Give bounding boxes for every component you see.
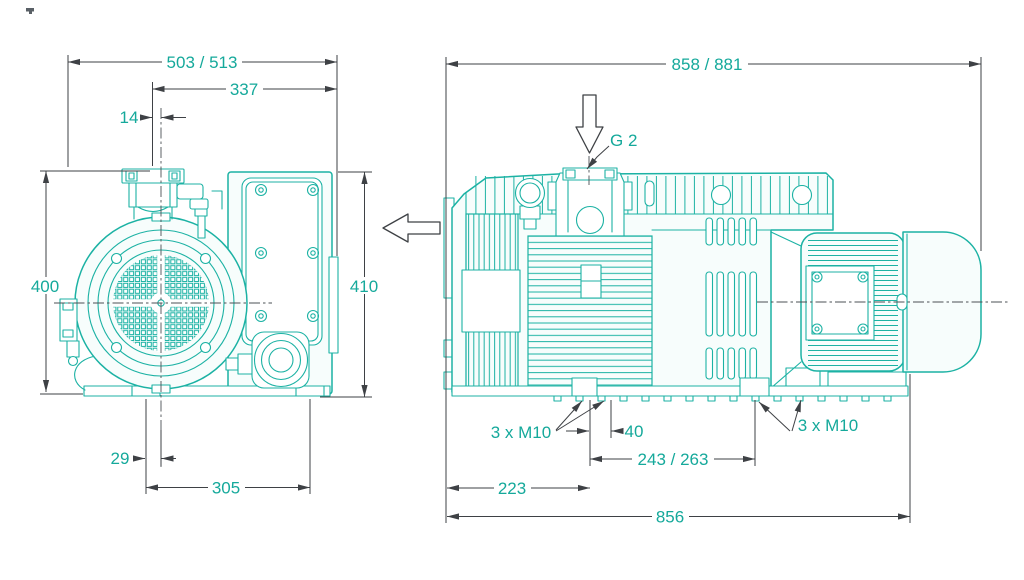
- cooling-fins-left: [461, 213, 521, 393]
- mounting-left-label: 3 x M10: [491, 423, 551, 442]
- lifting-hole: [710, 184, 732, 206]
- inlet-port-housing: [547, 167, 633, 237]
- oil-sight-glass: [514, 177, 546, 230]
- dim-upper-width: 337: [152, 80, 337, 99]
- mounting-block-left: [571, 377, 598, 397]
- dim-label-foot-offset: 29: [111, 449, 130, 468]
- dim-label-mid-spacing: 243 / 263: [638, 450, 709, 469]
- terminal-box: [805, 265, 875, 341]
- base-tabs: [553, 395, 892, 402]
- dim-overall-width: 503 / 513: [68, 53, 337, 72]
- motor-adapter: [770, 231, 802, 389]
- inlet-bore: [575, 205, 605, 235]
- front-view: [54, 108, 339, 467]
- dim-mid-spacing: 243 / 263: [590, 450, 755, 469]
- dim-label-inlet-offset: 14: [120, 108, 139, 127]
- dim-label-left-spacing: 223: [498, 479, 526, 498]
- dim-height-left: 400: [27, 171, 64, 392]
- dim-left-spacing: 223: [447, 479, 590, 498]
- page-mark: [26, 8, 34, 14]
- front-base: [83, 385, 331, 397]
- dim-base-length: 856: [447, 508, 910, 527]
- dim-inlet-offset: 14: [120, 108, 186, 128]
- housing-contour: [74, 355, 97, 391]
- inlet-elbow: [176, 183, 223, 239]
- dim-foot-spacing: 305: [146, 479, 310, 498]
- lifting-hole: [791, 184, 813, 206]
- dim-label-height-left: 400: [31, 277, 59, 296]
- base-rail: [451, 377, 909, 402]
- oil-separator-fins: [527, 235, 653, 389]
- mounting-right-label: 3 x M10: [798, 416, 858, 435]
- dim-label-overall-length: 858 / 881: [672, 55, 743, 74]
- foot-pad-right: [295, 385, 325, 397]
- ring-clips: [110, 252, 212, 354]
- dim-label-hole-spacing: 40: [625, 422, 644, 441]
- vent-slots: [705, 217, 758, 380]
- panel-screws: [254, 183, 320, 323]
- dim-label-height-right: 410: [350, 277, 378, 296]
- dim-hole-spacing: 40: [566, 422, 643, 441]
- label-mounting-right: 3 x M10: [758, 399, 858, 435]
- drain-valve: [225, 353, 255, 375]
- side-fitting: [59, 298, 80, 367]
- dim-label-upper-width: 337: [230, 80, 258, 99]
- label-mounting-left: 3 x M10: [491, 400, 605, 442]
- mounting-block-right: [739, 377, 770, 397]
- inlet-thread-label: G 2: [610, 131, 637, 150]
- side-view: [443, 156, 1008, 402]
- side-plate: [328, 256, 339, 354]
- dim-height-right: 410: [346, 172, 383, 397]
- side-view-dimensions: 858 / 881 G 2 3 x M10 40 243 / 263 223: [445, 55, 982, 527]
- cooler-plate: [461, 269, 521, 333]
- dim-label-foot-spacing: 305: [212, 479, 240, 498]
- view-direction-left-arrow-icon: [382, 213, 441, 243]
- dim-foot-offset: 29: [111, 449, 176, 468]
- motor: [800, 231, 982, 373]
- dim-label-overall-width: 503 / 513: [167, 53, 238, 72]
- bracket: [211, 190, 223, 210]
- motor-foot: [785, 367, 907, 389]
- dim-overall-length: 858 / 881: [446, 55, 981, 74]
- view-direction-down-arrow-icon: [575, 94, 604, 154]
- front-view-dimensions: 503 / 513 337 14 400 410 29: [27, 53, 383, 498]
- inlet-flange: [121, 168, 185, 220]
- dim-label-base-length: 856: [656, 508, 684, 527]
- top-slot: [644, 180, 655, 207]
- front-centerlines: [54, 108, 272, 467]
- label-inlet-thread: G 2: [586, 131, 637, 170]
- exhaust-port: [251, 331, 310, 389]
